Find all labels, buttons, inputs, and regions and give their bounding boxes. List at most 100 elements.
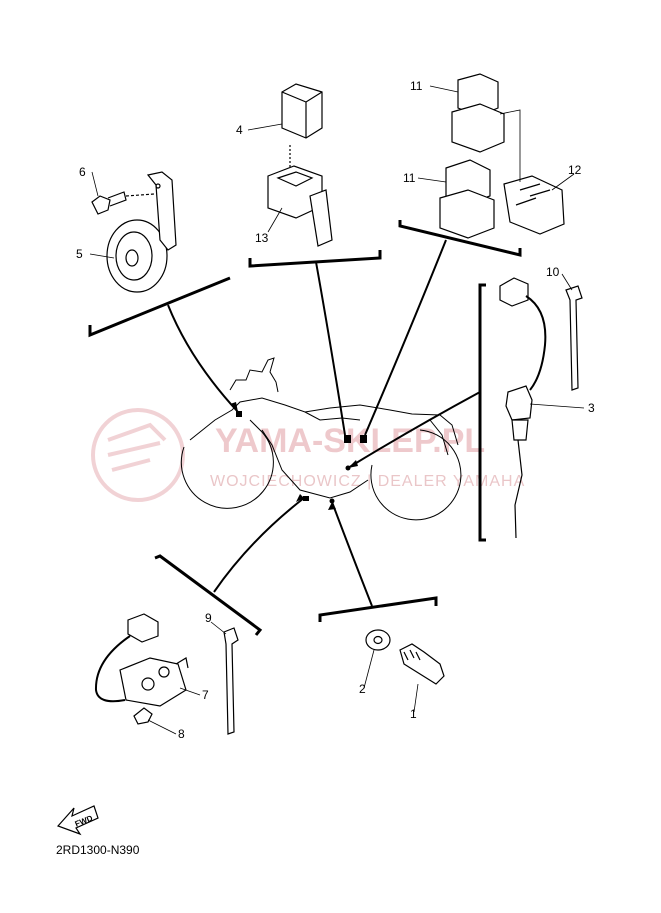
leader-13	[267, 207, 283, 233]
relay-edges	[281, 91, 323, 138]
relay-11-lower-socket	[439, 189, 495, 239]
leader-9	[210, 621, 227, 635]
washer-hole	[373, 635, 383, 645]
callout-4: 4	[236, 123, 243, 137]
solenoid-wire	[94, 635, 131, 703]
switch-1-thread	[403, 649, 421, 661]
sensor-connector	[499, 277, 529, 307]
watermark: YAMA-SKLEP.PL WOJCIECHOWICZ | DEALER YAM…	[91, 408, 525, 502]
callout-9: 9	[205, 611, 212, 625]
leader-relay	[315, 261, 346, 436]
engine-lower	[261, 429, 369, 499]
solenoid-terminal-2	[158, 666, 170, 678]
leader-11b	[417, 177, 447, 183]
horn-bracket-hole	[155, 183, 161, 189]
frame-top	[189, 397, 459, 446]
arrowheads	[230, 402, 358, 510]
callout-2: 2	[359, 682, 366, 696]
leader-10	[561, 273, 573, 291]
sensor-probe-wire	[514, 439, 523, 539]
watermark-sub-text: WOJCIECHOWICZ | DEALER YAMAHA	[210, 473, 525, 490]
leader-6	[91, 171, 99, 197]
callout-7: 7	[202, 688, 209, 702]
cable-tie-10	[565, 285, 583, 391]
tank-line	[304, 411, 361, 421]
watermark-logo	[91, 408, 185, 502]
leader-neutral	[331, 501, 373, 607]
motorcycle-outline	[180, 357, 462, 521]
front-wheel	[370, 429, 462, 521]
group-brackets	[88, 220, 522, 636]
diagram-code: 2RD1300-N390	[56, 843, 140, 857]
cable-tie-9	[223, 627, 239, 735]
leader-8	[147, 719, 177, 735]
horn-part	[91, 171, 177, 293]
bolt-8	[133, 707, 153, 725]
arrow-starter	[296, 494, 304, 502]
callout-3: 3	[588, 401, 595, 415]
switch-location-marker	[303, 496, 309, 501]
bracket-sensor	[478, 283, 486, 542]
relay-location-marker	[344, 435, 351, 443]
leader-11a	[429, 85, 459, 93]
bolt-head	[91, 195, 111, 215]
relay-cover-opening	[276, 171, 314, 187]
bracket-relay	[248, 250, 382, 268]
leader-4	[247, 123, 283, 131]
callout-12: 12	[568, 163, 582, 177]
callout-6: 6	[79, 165, 86, 179]
rear-wheel	[180, 419, 274, 509]
horn-bracket	[146, 171, 177, 251]
relay-12-body	[503, 175, 565, 235]
sensor-thread	[511, 419, 529, 441]
leader-starter	[213, 497, 305, 593]
sensor-part	[499, 277, 583, 539]
starter-part	[94, 613, 239, 735]
horn-center	[125, 249, 139, 267]
solenoid-terminal-1	[141, 677, 155, 691]
callout-10: 10	[546, 265, 560, 279]
bolt-shank	[107, 191, 127, 207]
relays-right-part	[439, 73, 565, 239]
relay-11-upper-body	[457, 73, 499, 117]
leader-3	[529, 403, 585, 409]
neutral-switch-location-marker	[329, 498, 335, 504]
arrow-neutral	[328, 502, 336, 510]
leader-1	[413, 683, 419, 713]
neutral-switch-part	[365, 629, 445, 685]
bolt-axis	[125, 193, 155, 197]
callout-leaders	[89, 85, 585, 735]
arrow-sensor	[348, 460, 358, 468]
front-fork	[429, 419, 449, 456]
leader-5	[89, 253, 115, 259]
leader-relay-right	[364, 239, 447, 436]
solenoid-connector	[127, 613, 159, 643]
callout-13: 13	[255, 231, 269, 245]
relay-cover-tab	[309, 189, 333, 247]
callout-8: 8	[178, 727, 185, 741]
bracket-relays-right	[398, 220, 522, 257]
relay-12-detail	[515, 183, 551, 206]
relay-11-upper-socket	[451, 103, 505, 153]
horn-inner-ring	[115, 231, 153, 281]
sensor-wire	[525, 295, 547, 391]
callout-11-lower: 11	[403, 171, 416, 185]
fwd-arrow: FWD	[56, 805, 99, 836]
relay-part	[267, 83, 333, 247]
leader-12	[551, 173, 575, 191]
bracket-horn	[88, 276, 231, 338]
relay-link-line	[499, 109, 521, 182]
sensor-body	[505, 385, 533, 421]
arrow-horn	[230, 402, 238, 412]
relay-body	[281, 83, 323, 139]
solenoid-stud	[175, 657, 189, 669]
bracket-starter	[154, 554, 263, 636]
rear-fender	[229, 357, 279, 393]
bracket-neutral	[318, 596, 438, 622]
leader-lines	[167, 239, 481, 607]
leader-sensor	[347, 391, 481, 469]
leader-2	[363, 649, 375, 689]
callout-1: 1	[410, 707, 417, 721]
leader-horn	[167, 304, 239, 413]
